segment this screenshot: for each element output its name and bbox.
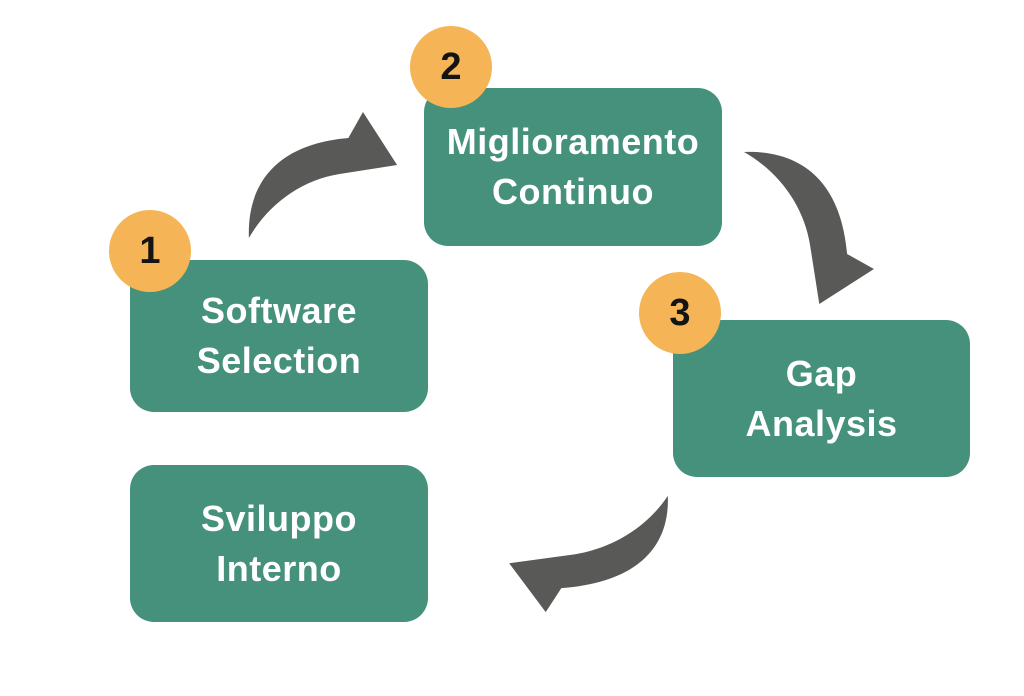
- step-label-line: Interno: [216, 547, 342, 589]
- step-box-sviluppo-interno: Sviluppo Interno: [130, 465, 428, 622]
- step-box-software-selection: Software Selection: [130, 260, 428, 412]
- step-label-line: Continuo: [492, 171, 654, 212]
- step-number-badge-3: 3: [639, 272, 721, 354]
- step-box-miglioramento-continuo: Miglioramento Continuo: [424, 88, 722, 246]
- step-box-gap-analysis: Gap Analysis: [673, 320, 970, 477]
- step-label-line: Gap: [785, 352, 858, 394]
- step-number: 1: [139, 229, 161, 272]
- step-label-line: Miglioramento: [446, 121, 700, 162]
- step-number: 2: [440, 45, 462, 88]
- step-number-badge-1: 1: [109, 210, 191, 292]
- step-label-line: Analysis: [745, 402, 898, 444]
- step-label-line: Selection: [196, 340, 362, 381]
- curved-arrow-icon-step3-to-step4: [509, 495, 668, 613]
- curved-arrow-icon-step1-to-step2: [248, 112, 398, 238]
- step-label-line: Sviluppo: [201, 497, 357, 539]
- step-number-badge-2: 2: [410, 26, 492, 108]
- step-number: 3: [669, 291, 691, 334]
- step-label-line: Software: [200, 290, 358, 331]
- curved-arrow-icon-step2-to-step3: [744, 151, 874, 304]
